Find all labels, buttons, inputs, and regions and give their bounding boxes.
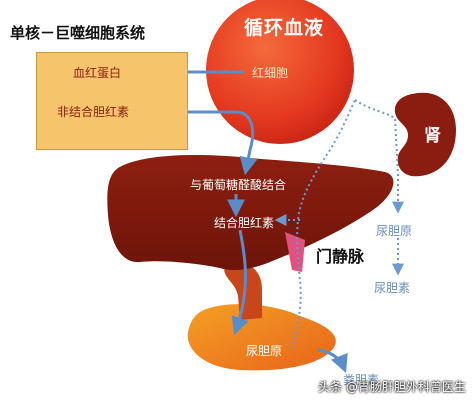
circulation-label: 循环血液 bbox=[244, 17, 325, 39]
urobilinogen-kidney-label: 尿胆原 bbox=[376, 224, 413, 238]
dotted-to-kidney bbox=[354, 99, 404, 214]
arrow-ub-to-liver bbox=[176, 110, 258, 176]
portal-vein-label: 门静脉 bbox=[316, 247, 365, 266]
blood-circle bbox=[206, 0, 354, 144]
duodenum-shape bbox=[224, 262, 262, 320]
hemoglobin-label: 血红蛋白 bbox=[73, 66, 122, 80]
conjugated-bilirubin-label: 结合胆红素 bbox=[214, 216, 275, 230]
kidney-shape bbox=[394, 92, 456, 177]
stercobilin-label: 粪胆素 bbox=[343, 373, 380, 387]
arrow-to-stercobilin bbox=[317, 348, 348, 374]
red-blood-cell-label: 红细胞 bbox=[252, 66, 289, 80]
mps-box bbox=[36, 52, 188, 150]
kidney-label: 肾 bbox=[424, 126, 441, 146]
intestine-shape bbox=[187, 304, 336, 371]
arrow-cb-to-intestine bbox=[231, 229, 249, 336]
dotted-portal-path bbox=[291, 99, 356, 349]
unconjugated-bilirubin-label: 非结合胆红素 bbox=[57, 105, 130, 119]
watermark: 头条 @胃肠肝胆外科曾医生 bbox=[318, 380, 466, 394]
mps-title: 单核－巨噬细胞系统 bbox=[10, 24, 146, 42]
gallbladder-shape bbox=[285, 232, 305, 272]
glucuronic-acid-label: 与葡萄糖醛酸结合 bbox=[190, 178, 287, 192]
urobilinogen-intestine-label: 尿胆原 bbox=[246, 344, 283, 358]
urobilin-label: 尿胆素 bbox=[374, 281, 411, 295]
liver-shape bbox=[107, 155, 394, 270]
